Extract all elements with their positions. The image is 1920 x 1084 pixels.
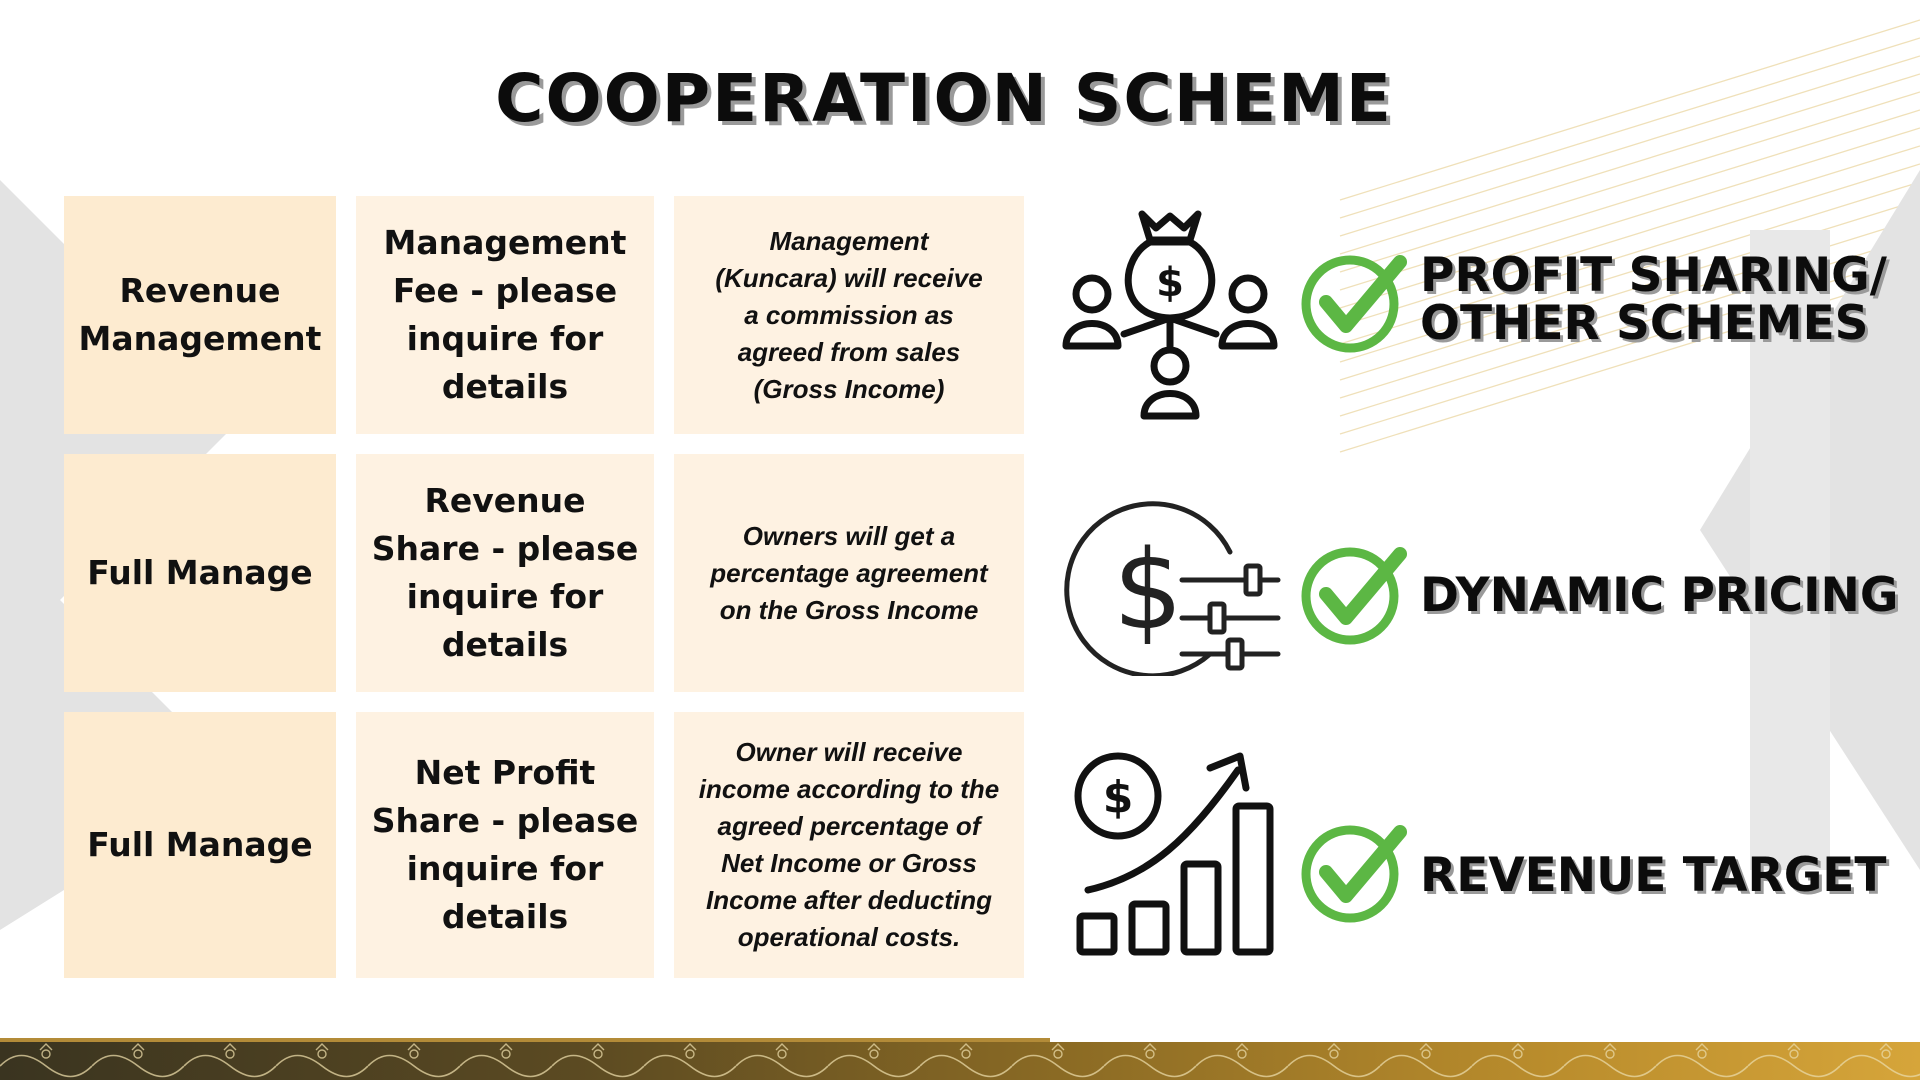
dollar-sliders-icon: $ bbox=[1064, 501, 1281, 676]
footer-pattern bbox=[0, 1042, 1920, 1080]
row-3-description: Owner will receive income according to t… bbox=[674, 712, 1024, 978]
check-icon bbox=[1301, 547, 1407, 645]
svg-text:$: $ bbox=[1113, 526, 1183, 654]
svg-text:$: $ bbox=[1103, 772, 1134, 823]
row-2-description: Owners will get a percentage agreement o… bbox=[674, 454, 1024, 692]
page-title: COOPERATION SCHEME bbox=[495, 60, 1393, 137]
row-1-description: Management (Kuncara) will receive a comm… bbox=[674, 196, 1024, 434]
row-1-scheme-type: Revenue Management bbox=[64, 196, 336, 434]
row-2-scheme-type: Full Manage bbox=[64, 454, 336, 692]
feature-label-revenue-target: REVENUE TARGET bbox=[1420, 848, 1887, 903]
feature-label-dynamic-pricing: DYNAMIC PRICING bbox=[1420, 568, 1899, 623]
footer-divider bbox=[0, 1038, 1050, 1042]
background-shape-right bbox=[1700, 170, 1920, 870]
row-2-fee: Revenue Share - please inquire for detai… bbox=[356, 454, 654, 692]
check-icon bbox=[1301, 255, 1407, 353]
footer-ornament-band bbox=[0, 1042, 1920, 1080]
growth-chart-icon: $ bbox=[1074, 752, 1274, 956]
row-3-scheme-type: Full Manage bbox=[64, 712, 336, 978]
row-3-fee: Net Profit Share - please inquire for de… bbox=[356, 712, 654, 978]
row-1-fee: Management Fee - please inquire for deta… bbox=[356, 196, 654, 434]
svg-text:$: $ bbox=[1156, 260, 1184, 306]
check-icon bbox=[1301, 825, 1407, 923]
feature-label-profit-sharing: PROFIT SHARING/ OTHER SCHEMES bbox=[1420, 248, 1887, 351]
money-bag-people-icon: $ bbox=[1062, 210, 1278, 420]
